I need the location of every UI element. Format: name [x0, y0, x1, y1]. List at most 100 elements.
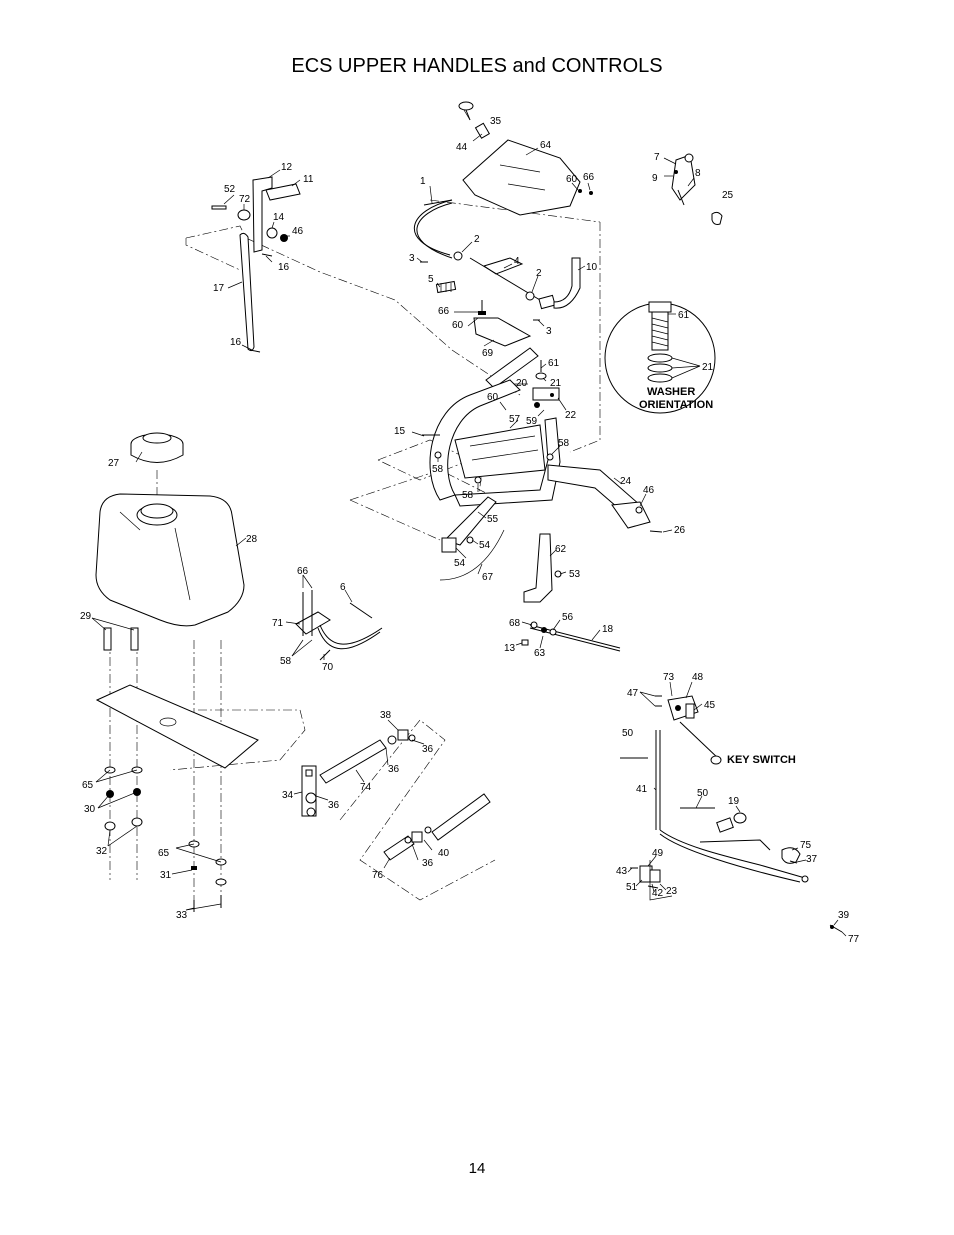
plug-75: [781, 847, 801, 864]
callout: 4: [514, 256, 520, 267]
bracket-69: [473, 317, 532, 347]
callout: 28: [246, 534, 258, 545]
callout: 16: [278, 262, 290, 273]
callout: 53: [569, 569, 581, 580]
callout: 58: [280, 656, 292, 667]
callout: 54: [454, 558, 466, 569]
callout: 49: [652, 848, 664, 859]
callout: 25: [722, 190, 734, 201]
washer-orientation-note: ORIENTATION: [639, 399, 713, 411]
throttle-lever-8: [671, 154, 696, 201]
callout: 37: [806, 854, 818, 865]
callout: 50: [697, 788, 709, 799]
callout: 20: [516, 378, 528, 389]
callout: 26: [674, 525, 686, 536]
cover-plate-64: [462, 139, 581, 216]
callout: 57: [509, 414, 521, 425]
callout: 41: [636, 784, 648, 795]
main-handle-frame: [422, 360, 663, 533]
panel-57: [454, 424, 546, 479]
clip-25: [711, 211, 723, 225]
callout: 42: [652, 888, 664, 899]
callout: 59: [526, 416, 538, 427]
rod-17: [239, 232, 255, 352]
callout: 46: [643, 485, 655, 496]
callout: 54: [479, 540, 491, 551]
callout: 12: [281, 162, 293, 173]
pad-11: [265, 183, 301, 201]
tank-28: [95, 493, 245, 627]
callout: 38: [380, 710, 392, 721]
callout: 35: [490, 116, 502, 127]
callout: 9: [652, 173, 658, 184]
throttle-control: [671, 153, 723, 225]
callout: 1: [420, 176, 426, 187]
callout: 13: [504, 643, 516, 654]
knob-35: [458, 101, 474, 111]
bracket-69-assembly: [473, 300, 539, 389]
callout: 56: [562, 612, 574, 623]
callout: 77: [848, 934, 860, 945]
tank-mount-plate: [95, 684, 259, 912]
fuel-line-assembly: [301, 729, 491, 861]
callout: 2: [536, 268, 542, 279]
handle-bracket: [211, 176, 301, 353]
callout-labels: 35 44 64 60 66 7 9 8 25 12 11 52 72 14 4…: [80, 116, 860, 945]
callout: 2: [474, 234, 480, 245]
callout: 46: [292, 226, 304, 237]
callout: 65: [158, 848, 170, 859]
callout: 21: [550, 378, 562, 389]
callout: 31: [160, 870, 172, 881]
bushing-44: [474, 122, 491, 139]
key-switch-label: KEY SWITCH: [727, 754, 796, 766]
callout: 3: [546, 326, 552, 337]
grip-10: [553, 257, 581, 309]
fuel-tank: [95, 432, 245, 651]
connector-19: [733, 812, 747, 824]
callout: 6: [340, 582, 346, 593]
callout: 71: [272, 618, 284, 629]
callout: 3: [409, 253, 415, 264]
callout: 50: [622, 728, 634, 739]
callout: 73: [663, 672, 675, 683]
control-cable-assembly: [414, 199, 581, 321]
callout: 39: [838, 910, 850, 921]
callout: 60: [452, 320, 464, 331]
callout: 36: [422, 858, 434, 869]
washer-orientation-inset: [604, 301, 716, 414]
callout: 11: [303, 174, 314, 185]
callout: 66: [583, 172, 595, 183]
tube-20: [485, 347, 539, 389]
callout: 72: [239, 194, 251, 205]
callout: 70: [322, 662, 334, 673]
callout: 60: [566, 174, 578, 185]
callout: 52: [224, 184, 236, 195]
callout: 62: [555, 544, 567, 555]
callout: 75: [800, 840, 812, 851]
callout: 34: [282, 790, 294, 801]
throttle-cable-bracket: [295, 590, 383, 661]
callout: 51: [626, 882, 638, 893]
switch-22: [532, 387, 560, 401]
callout: 66: [438, 306, 450, 317]
callout: 30: [84, 804, 96, 815]
callout: 69: [482, 348, 494, 359]
callout: 58: [462, 490, 474, 501]
callout: 63: [534, 648, 546, 659]
callout: 47: [627, 688, 639, 699]
bracket-71: [295, 611, 331, 635]
callout: 36: [388, 764, 400, 775]
callout: 36: [328, 800, 340, 811]
callout: 68: [509, 618, 521, 629]
cover-plate-assembly: [458, 101, 593, 216]
leader-lines: [91, 109, 847, 937]
callout: 65: [82, 780, 94, 791]
callout: 60: [487, 392, 499, 403]
valve-38: [397, 729, 409, 741]
callout: 27: [108, 458, 120, 469]
callout: 10: [586, 262, 598, 273]
mount-plate: [95, 684, 259, 769]
washer-orientation-note: WASHER: [647, 386, 695, 398]
callout: 66: [297, 566, 309, 577]
bracket-12: [252, 176, 273, 253]
